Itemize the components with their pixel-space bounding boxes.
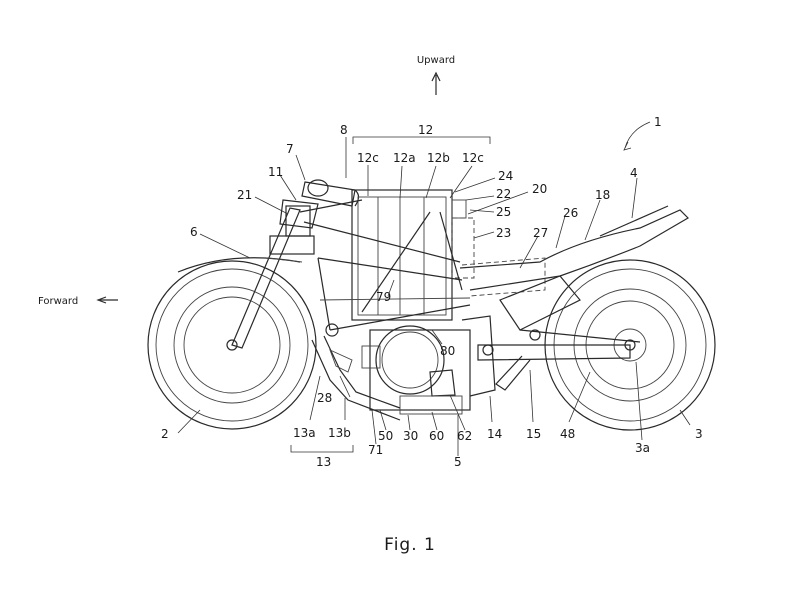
ref-60: 60 [429,429,444,443]
ref-12: 12 [418,123,433,137]
ref-11: 11 [268,165,283,179]
ref-23: 23 [496,226,511,240]
ref-12c-right: 12c [462,151,484,165]
motor-unit [361,315,496,415]
ref-5: 5 [454,455,462,469]
ref-12c-left: 12c [357,151,379,165]
ref-30: 30 [403,429,418,443]
ref-80: 80 [440,344,455,358]
ref-21: 21 [237,188,252,202]
ref-8: 8 [340,123,348,137]
ref-71: 71 [368,443,383,457]
ref-20: 20 [532,182,547,196]
ref-1: 1 [654,115,662,129]
ref-3: 3 [695,427,703,441]
forward-label: Forward [38,296,78,307]
upward-arrowhead-icon [431,71,441,82]
ref-28: 28 [317,391,332,405]
ref-48: 48 [560,427,575,441]
ref-27: 27 [533,226,548,240]
ref-12a: 12a [393,151,416,165]
ref-6: 6 [190,225,198,239]
forward-arrowhead-icon [96,296,107,304]
ref-4: 4 [630,166,638,180]
ref-15: 15 [526,427,541,441]
lower-frame [311,335,401,421]
ref-22: 22 [496,187,511,201]
forward-indicator: Forward [38,296,118,307]
ref-13: 13 [316,455,331,469]
leader-lines [177,121,691,456]
front-wheel [147,260,317,430]
front-fork [231,199,319,349]
ref-18: 18 [595,188,610,202]
ref-2: 2 [161,427,169,441]
figure-caption: Fig. 1 [384,535,436,555]
ref-79: 79 [376,290,391,304]
reference-numerals: 1 8 12 7 12c 12a 12b 12c 11 4 24 20 22 1… [161,115,703,469]
swing-arm [477,275,641,391]
ref-13b: 13b [328,426,351,440]
ref-25: 25 [496,205,511,219]
upward-indicator: Upward [417,55,455,95]
ref-24: 24 [498,169,513,183]
rear-frame [459,205,689,297]
ref-50: 50 [378,429,393,443]
ref-3a: 3a [635,441,650,455]
ref-12b: 12b [427,151,450,165]
ref-26: 26 [563,206,578,220]
upward-label: Upward [417,55,455,66]
ref-62: 62 [457,429,472,443]
ref-14: 14 [487,427,502,441]
main-frame [299,199,471,337]
ref-13a: 13a [293,426,316,440]
ref-7: 7 [286,142,294,156]
